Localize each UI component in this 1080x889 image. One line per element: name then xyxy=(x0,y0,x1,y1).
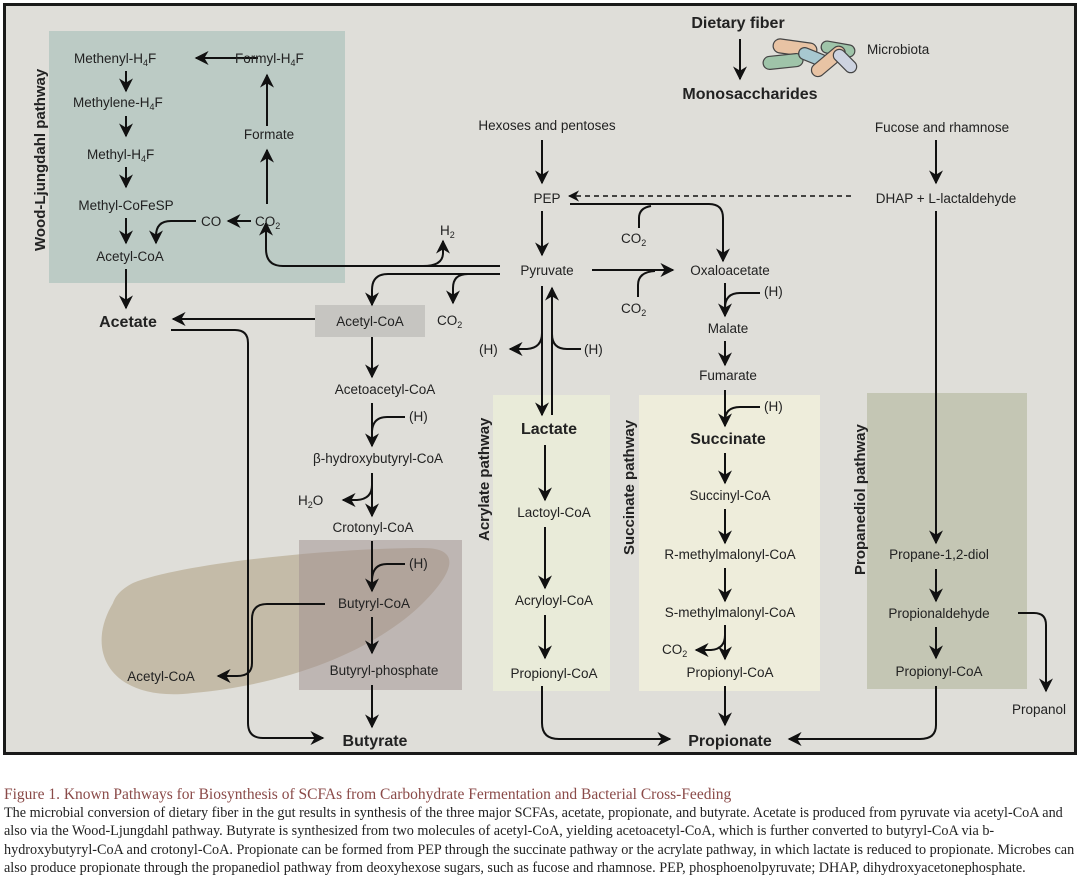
acrylate-region xyxy=(493,395,610,691)
h2o-label: H2O xyxy=(298,493,323,510)
acrylate-propionyl-label: Propionyl-CoA xyxy=(510,666,597,681)
lactate-label: Lactate xyxy=(521,421,577,438)
acetoacetyl-label: Acetoacetyl-CoA xyxy=(335,382,436,397)
butyryl-phosphate-label: Butyryl-phosphate xyxy=(330,663,439,678)
r-methylmalonyl-label: R-methylmalonyl-CoA xyxy=(664,547,795,562)
h-acetoacetyl-label: (H) xyxy=(409,409,428,424)
butyrate-label: Butyrate xyxy=(343,733,408,750)
propanediol-region xyxy=(867,393,1027,689)
crotonyl-label: Crotonyl-CoA xyxy=(332,520,413,535)
dietary-fiber-label: Dietary fiber xyxy=(691,15,784,32)
crossfeed-acetyl-coa-label: Acetyl-CoA xyxy=(127,669,195,684)
s-methylmalonyl-label: S-methylmalonyl-CoA xyxy=(665,605,796,620)
acetyl-coa-label: Acetyl-CoA xyxy=(336,314,404,329)
co2-wl-label: CO2 xyxy=(255,214,280,231)
co2-acetyl-label: CO2 xyxy=(437,313,462,330)
wood-ljungdahl-region xyxy=(49,31,345,283)
formate-label: Formate xyxy=(244,127,294,142)
acryloyl-label: Acryloyl-CoA xyxy=(515,593,593,608)
succinyl-label: Succinyl-CoA xyxy=(689,488,770,503)
h-oxaloacetate-label: (H) xyxy=(764,284,783,299)
acetyl-coa-box xyxy=(315,305,425,337)
microbiota-icon xyxy=(762,38,858,78)
monosaccharides-label: Monosaccharides xyxy=(682,86,817,103)
fumarate-label: Fumarate xyxy=(699,368,757,383)
co2-succinate-label: CO2 xyxy=(662,642,687,659)
hydroxybutyryl-label: β-hydroxybutyryl-CoA xyxy=(313,451,443,466)
succinate-propionyl-label: Propionyl-CoA xyxy=(686,665,773,680)
pyruvate-label: Pyruvate xyxy=(520,263,573,278)
propanediol-title: Propanediol pathway xyxy=(852,423,869,575)
figure-caption: Figure 1. Known Pathways for Biosynthesi… xyxy=(4,786,1076,877)
pathway-diagram: Dietary fiber Monosaccharides Microbiota… xyxy=(3,3,1077,755)
h-crotonyl-label: (H) xyxy=(409,556,428,571)
oxaloacetate-label: Oxaloacetate xyxy=(690,263,770,278)
methenyl-label: Methenyl-H4F xyxy=(74,51,156,68)
h-fumarate-label: (H) xyxy=(764,399,783,414)
wl-acetyl-coa-label: Acetyl-CoA xyxy=(96,249,164,264)
h-in-label: (H) xyxy=(584,342,603,357)
propanol-label: Propanol xyxy=(1012,702,1066,717)
h-out-label: (H) xyxy=(479,342,498,357)
methylene-label: Methylene-H4F xyxy=(73,95,163,112)
propionaldehyde-label: Propionaldehyde xyxy=(888,606,989,621)
acrylate-title: Acrylate pathway xyxy=(476,417,493,541)
co-label: CO xyxy=(201,214,221,229)
succinate-label: Succinate xyxy=(690,431,766,448)
propionate-label: Propionate xyxy=(688,733,772,750)
formyl-label: Formyl-H4F xyxy=(235,51,304,68)
lactoyl-label: Lactoyl-CoA xyxy=(517,505,591,520)
succinate-title: Succinate pathway xyxy=(621,419,638,555)
propanediol-propionyl-label: Propionyl-CoA xyxy=(895,664,982,679)
h2-label: H2 xyxy=(440,223,455,240)
propanediol-label: Propane-1,2-diol xyxy=(889,547,989,562)
malate-label: Malate xyxy=(708,321,749,336)
co2-oxaloacetate-label: CO2 xyxy=(621,301,646,318)
hexoses-label: Hexoses and pentoses xyxy=(478,118,616,133)
microbiota-label: Microbiota xyxy=(867,42,930,57)
pep-label: PEP xyxy=(533,191,560,206)
co2-pep-label: CO2 xyxy=(621,231,646,248)
caption-body: The microbial conversion of dietary fibe… xyxy=(4,805,1075,876)
acetate-label: Acetate xyxy=(99,314,157,331)
methyl-cofesp-label: Methyl-CoFeSP xyxy=(78,198,173,213)
butyryl-coa-label: Butyryl-CoA xyxy=(338,596,410,611)
dhap-label: DHAP + L-lactaldehyde xyxy=(876,191,1016,206)
wood-ljungdahl-title: Wood-Ljungdahl pathway xyxy=(32,68,49,251)
methyl-label: Methyl-H4F xyxy=(87,147,154,164)
fucose-label: Fucose and rhamnose xyxy=(875,120,1009,135)
caption-title: Figure 1. Known Pathways for Biosynthesi… xyxy=(4,786,732,803)
